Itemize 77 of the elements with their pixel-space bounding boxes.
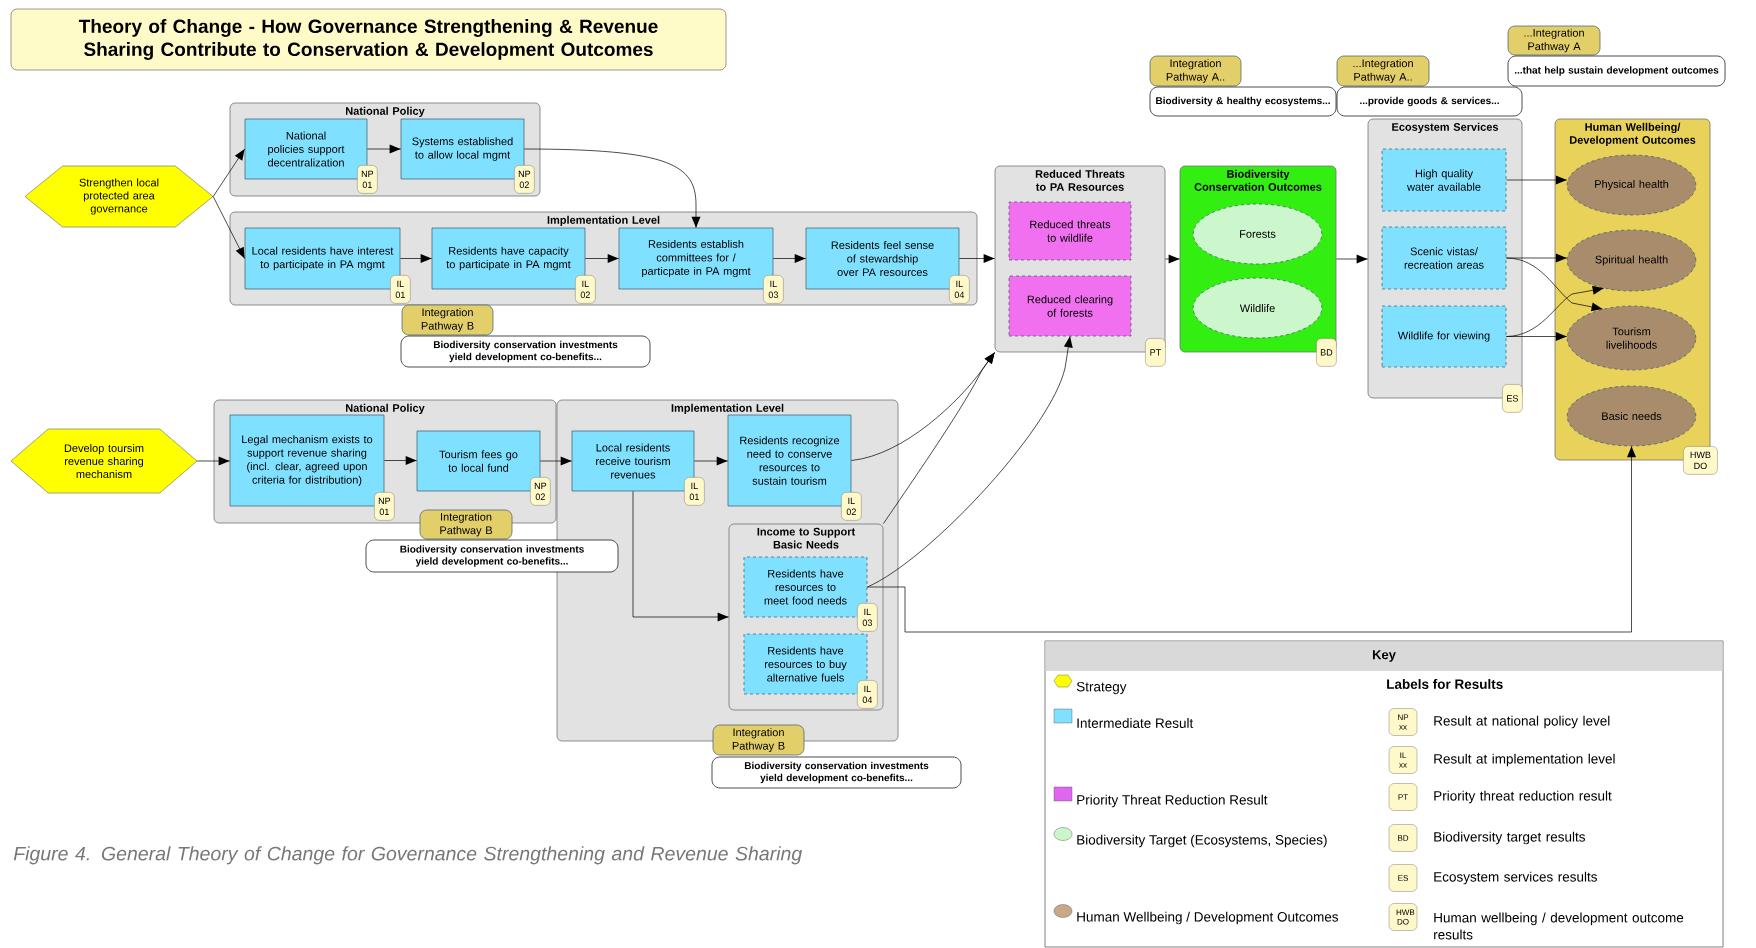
id-badge: HWB DO: [1683, 446, 1718, 475]
id-badge: IL xx: [1388, 746, 1418, 774]
arrow: [867, 446, 1636, 633]
arrow: [1506, 285, 1604, 337]
pathway-tag: Integration Pathway B: [419, 509, 513, 540]
id-badge: IL 02: [841, 492, 862, 521]
id-badge: IL 02: [575, 275, 596, 304]
arrow: [1336, 254, 1368, 264]
id-badge: ES: [1388, 864, 1418, 892]
pathway-tag: ...Integration Pathway A: [1507, 25, 1601, 56]
badge-description: Result at national policy level: [1434, 715, 1610, 729]
id-badge: IL 03: [857, 603, 878, 632]
result-box: Scenic vistas/ recreation areas: [1381, 226, 1507, 290]
arrow: [1506, 175, 1568, 185]
strategy-hexagon: Strengthen local protected area governance: [24, 165, 214, 228]
caption: Figure 4. General Theory of Change for Governance Strengthening and Revenue Sharing: [13, 846, 802, 865]
id-badge: BD: [1316, 338, 1337, 367]
arrow: [883, 352, 995, 524]
id-badge: NP 02: [530, 477, 551, 506]
arrow: [212, 148, 245, 197]
legend-header: Key: [1045, 641, 1723, 671]
arrow: [867, 336, 1073, 588]
threat-box: Reduced threats to wildlife: [1008, 201, 1132, 261]
id-badge: IL 01: [390, 275, 411, 304]
id-badge: PT: [1145, 338, 1166, 367]
arrow: [1165, 254, 1180, 264]
badge-description: Ecosystem services results: [1434, 871, 1597, 885]
id-badge: NP 02: [514, 165, 535, 194]
pathway-note: Biodiversity conservation investments yield development co-benefits...: [400, 335, 651, 368]
arrow: [367, 144, 401, 154]
legend-label: Biodiversity Target (Ecosystems, Species): [1077, 834, 1327, 848]
strategy-hexagon: Develop toursim revenue sharing mechanism: [10, 428, 198, 494]
legend-label: Intermediate Result: [1077, 718, 1194, 728]
pathway-note: ...that help sustain development outcomes: [1507, 55, 1726, 87]
arrow: [694, 456, 728, 466]
arrow: [524, 148, 701, 228]
id-badge: IL 01: [684, 477, 705, 506]
arrow: [773, 254, 806, 263]
badge-description: Human wellbeing / development outcome results: [1434, 912, 1684, 940]
id-badge: NP 01: [374, 492, 395, 521]
threat-box: Reduced clearing of forests: [1008, 275, 1132, 337]
pathway-note: Biodiversity & healthy ecosystems...: [1149, 86, 1337, 117]
pathway-tag: Integration Pathway B: [712, 724, 805, 756]
id-badge: IL 04: [949, 275, 970, 304]
legend-subheading: Labels for Results: [1387, 679, 1503, 689]
id-badge: BD: [1388, 824, 1418, 852]
id-badge: PT: [1388, 783, 1418, 811]
arrow: [1506, 257, 1603, 312]
badge-description: Result at implementation level: [1434, 753, 1615, 767]
arrow: [632, 491, 729, 622]
pathway-note: ...provide goods & services...: [1336, 86, 1523, 117]
title-box: Theory of Change - How Governance Strengthening & Revenue Sharing Contribute to Conservation & Development Outcomes: [10, 8, 727, 71]
arrow: [212, 196, 245, 259]
legend-label: Strategy: [1076, 681, 1127, 695]
arrow: [959, 254, 995, 263]
arrow: [540, 456, 572, 466]
legend-label: Human Wellbeing / Development Outcomes: [1077, 911, 1339, 925]
badge-description: Biodiversity target results: [1434, 831, 1585, 845]
id-badge: NP 01: [357, 165, 378, 194]
pathway-tag: ...Integration Pathway A..: [1336, 55, 1430, 87]
id-badge: IL 03: [763, 275, 784, 304]
badge-description: Priority threat reduction result: [1434, 790, 1612, 804]
result-box: High quality water available: [1381, 148, 1507, 212]
arrow: [400, 254, 432, 263]
id-badge: IL 04: [857, 680, 878, 709]
result-box: Wildlife for viewing: [1381, 305, 1507, 368]
id-badge: HWB DO: [1388, 903, 1418, 931]
pathway-tag: Integration Pathway A..: [1149, 55, 1242, 87]
id-badge: ES: [1502, 384, 1523, 413]
legend-label: Priority Threat Reduction Result: [1077, 794, 1268, 808]
arrow: [196, 456, 230, 466]
pathway-tag: Integration Pathway B: [401, 304, 494, 336]
id-badge: NP xx: [1388, 708, 1418, 736]
arrow: [384, 456, 417, 465]
pathway-note: Biodiversity conservation investments yield development co-benefits...: [711, 756, 962, 789]
pathway-note: Biodiversity conservation investments yield development co-benefits...: [365, 539, 619, 573]
arrow: [585, 254, 619, 263]
